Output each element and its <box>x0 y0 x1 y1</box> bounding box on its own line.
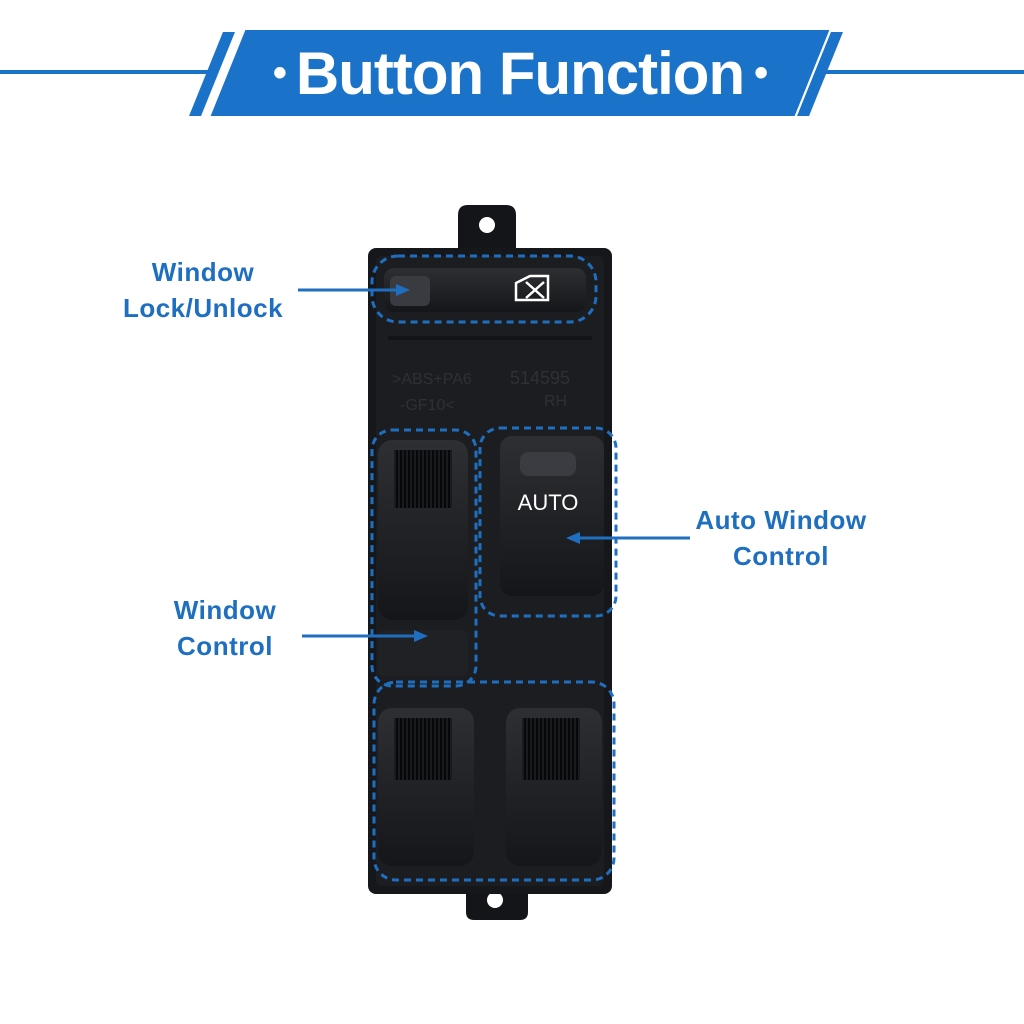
title-bullet-right: • <box>754 50 768 95</box>
lock-callout-line1: Window <box>151 257 255 287</box>
lock-callout-line2: Lock/Unlock <box>122 293 284 323</box>
header-rule-left <box>0 70 212 74</box>
mold-text-line2: -GF10< <box>400 397 455 414</box>
rear-right-window-switch <box>506 708 602 866</box>
top-mount-tab <box>458 205 516 250</box>
lock-callout-label: Window Lock/Unlock <box>108 254 298 326</box>
page-title: • Button Function • <box>228 30 812 116</box>
rear-left-window-switch <box>378 708 474 866</box>
header-rule-right <box>822 70 1024 74</box>
window-control-switch <box>378 440 468 676</box>
auto-window-highlight <box>478 426 618 618</box>
auto-callout-line1: Auto Window <box>695 505 867 535</box>
auto-callout-line2: Control <box>733 541 829 571</box>
title-bullet-left: • <box>272 50 287 95</box>
side-marking: RH <box>544 393 567 410</box>
auto-callout-label: Auto Window Control <box>676 502 886 574</box>
window-lock-icon <box>514 274 550 302</box>
part-number: 514595 <box>510 368 570 388</box>
window-lock-button <box>384 268 586 312</box>
rear-switches-highlight <box>372 680 616 882</box>
page-title-text: Button Function <box>295 39 745 107</box>
window-callout-line2: Control <box>177 631 273 661</box>
window-callout-line1: Window <box>173 595 277 625</box>
mold-text-line1: >ABS+PA6 <box>392 371 472 388</box>
window-control-highlight <box>370 428 478 688</box>
window-callout-label: Window Control <box>150 592 300 664</box>
auto-marking: AUTO <box>518 490 579 515</box>
auto-window-switch: AUTO <box>500 436 604 596</box>
